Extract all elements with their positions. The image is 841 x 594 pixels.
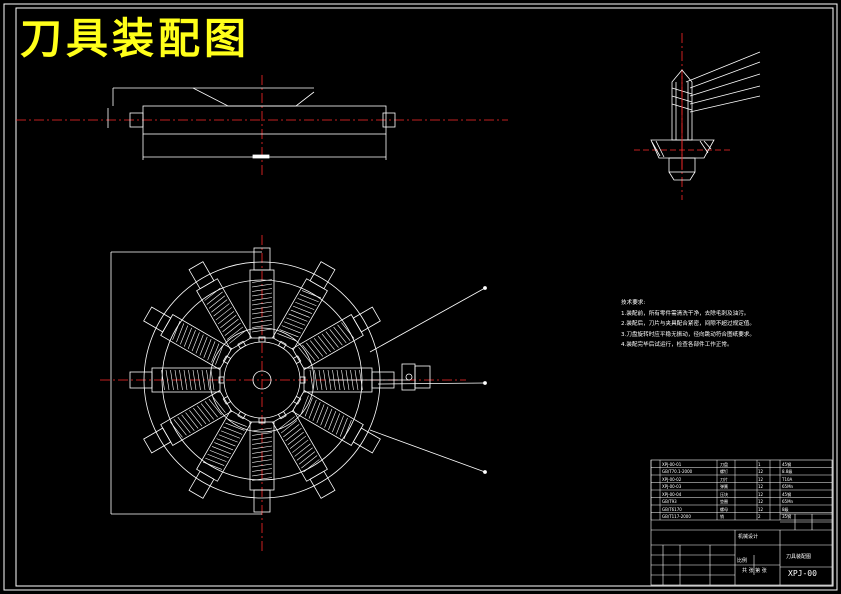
- top-elevation-view: [16, 75, 508, 175]
- blade-assembly: [143, 306, 233, 370]
- drawing-frame: [3, 3, 838, 591]
- blade-assembly: [249, 247, 275, 343]
- bom-cell: 销: [720, 514, 724, 519]
- detail-section-view: [634, 33, 761, 200]
- bom-cell: 压块: [720, 491, 728, 497]
- bom-cell: 12: [758, 491, 764, 497]
- requirement-item: 1.装配前，所有零件需清洗干净，去除毛刺及油污。: [621, 310, 750, 317]
- bom-cell: XPJ-00-04: [662, 491, 682, 497]
- bom-cell: 螺母: [720, 506, 728, 512]
- bom-cell: XPJ-00-02: [662, 476, 682, 482]
- requirement-item: 3.刀盘旋转时应平稳无振动，径向跳动符合图纸要求。: [621, 331, 755, 338]
- requirement-item: 2.装配后，刀片与夹具配合紧密，间隙不超过规定值。: [621, 321, 755, 327]
- bom-cell: XPJ-00-01: [662, 461, 682, 467]
- title-block-drawing-name: 刀具装配图: [786, 554, 812, 560]
- blade-assembly: [188, 261, 252, 351]
- bom-cell: 弹簧: [720, 484, 728, 489]
- bom-cell: 1: [758, 461, 761, 467]
- technical-requirements: 技术要求: 1.装配前，所有零件需清洗干净，去除毛刺及油污。 2.装配后，刀片与…: [621, 298, 755, 351]
- bom-cell: 刀盘: [720, 461, 728, 467]
- blade-assembly: [143, 390, 233, 454]
- drawing-number: XPJ-00: [788, 569, 817, 578]
- bom-cell: 12: [758, 499, 764, 504]
- blade-assembly: [249, 417, 275, 513]
- bom-cell: GB/T70.1-2000: [662, 469, 693, 474]
- blade-assembly: [272, 409, 336, 499]
- bom-cell: 45钢: [782, 491, 792, 497]
- bom-cell: 8级: [782, 506, 789, 512]
- bom-cell: 螺钉: [720, 469, 728, 474]
- bom-cell: GB/T93: [662, 499, 677, 504]
- bom-cell: XPJ-00-03: [662, 484, 682, 489]
- cutter-front-view: [100, 235, 487, 552]
- blade-assembly: [272, 261, 336, 351]
- bom-cell: 8.8级: [782, 469, 793, 474]
- bom-cell: 12: [758, 484, 764, 489]
- blade-assembly: [291, 390, 381, 454]
- bom-cell: 65Mn: [782, 499, 794, 504]
- bom-cell: GB/T117-2000: [662, 514, 691, 519]
- bom-cell: 35钢: [782, 514, 792, 519]
- blade-assembly: [188, 409, 252, 499]
- bom-cell: T10A: [782, 476, 793, 482]
- bom-cell: 垫圈: [720, 499, 728, 504]
- bom-cell: 2: [758, 514, 761, 519]
- title-block: [650, 459, 833, 586]
- blade-assembly: [291, 306, 381, 370]
- bom-cell: 12: [758, 476, 764, 482]
- blade-assembly: [129, 367, 225, 393]
- requirement-item: 4.装配完毕后试运行，检查各部件工作正常。: [621, 342, 733, 348]
- bom-cell: 45钢: [782, 461, 792, 467]
- title-block-school: 机械设计: [738, 534, 759, 540]
- drawing-title: 刀具装配图: [20, 14, 251, 63]
- bom-cell: 12: [758, 469, 764, 474]
- bom-cell: 12: [758, 506, 764, 512]
- bom-cell: 刀片: [720, 476, 728, 482]
- title-block-sheet-label: 共 张 第 张: [742, 568, 767, 574]
- bom-cell: GB/T6170: [662, 506, 682, 512]
- requirements-heading: 技术要求:: [621, 300, 646, 306]
- title-block-scale-label: 比例: [737, 558, 748, 564]
- bom-cell: 65Mn: [782, 484, 794, 489]
